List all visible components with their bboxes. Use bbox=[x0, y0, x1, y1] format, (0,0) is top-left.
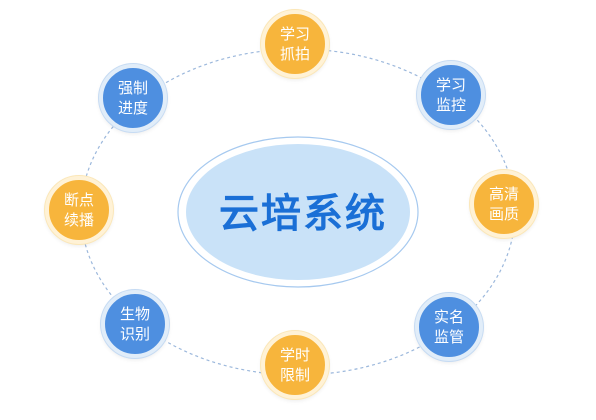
node-label: 学习 监控 bbox=[436, 75, 466, 115]
node-label-line2: 续播 bbox=[63, 211, 94, 229]
node-label-line2: 进度 bbox=[117, 99, 148, 117]
node-resume-playback: 断点 续播 bbox=[45, 176, 113, 244]
node-learning-capture: 学习 抓拍 bbox=[261, 10, 329, 78]
node-label: 实名 监管 bbox=[434, 307, 464, 347]
node-label-line2: 识别 bbox=[119, 325, 150, 343]
node-label-line1: 高清 bbox=[488, 185, 519, 203]
node-label-line1: 学习 bbox=[435, 76, 466, 94]
node-label-line2: 监控 bbox=[435, 96, 466, 114]
center-ellipse bbox=[186, 144, 410, 280]
node-label: 高清 画质 bbox=[489, 184, 519, 224]
node-hours-limit: 学时 限制 bbox=[261, 331, 329, 399]
center-ellipse-outline bbox=[177, 136, 419, 288]
node-label-line2: 抓拍 bbox=[279, 45, 310, 63]
node-label: 强制 进度 bbox=[118, 78, 148, 118]
node-biometric: 生物 识别 bbox=[101, 290, 169, 358]
node-label-line2: 限制 bbox=[279, 366, 310, 384]
node-learning-monitor: 学习 监控 bbox=[417, 61, 485, 129]
node-label-line1: 学习 bbox=[279, 25, 310, 43]
node-forced-progress: 强制 进度 bbox=[99, 64, 167, 132]
node-label-line1: 生物 bbox=[119, 305, 150, 323]
node-label-line1: 断点 bbox=[63, 191, 94, 209]
node-label-line1: 学时 bbox=[279, 346, 310, 364]
node-label-line2: 监管 bbox=[433, 328, 464, 346]
center-title: 云培系统 bbox=[219, 191, 387, 237]
node-label-line1: 实名 bbox=[433, 308, 464, 326]
node-label: 断点 续播 bbox=[64, 190, 94, 230]
node-realname-supervision: 实名 监管 bbox=[415, 293, 483, 361]
node-label-line2: 画质 bbox=[488, 205, 519, 223]
node-label: 学习 抓拍 bbox=[280, 24, 310, 64]
node-label: 学时 限制 bbox=[280, 345, 310, 385]
node-label-line1: 强制 bbox=[117, 79, 148, 97]
node-hd-quality: 高清 画质 bbox=[470, 170, 538, 238]
node-label: 生物 识别 bbox=[120, 304, 150, 344]
